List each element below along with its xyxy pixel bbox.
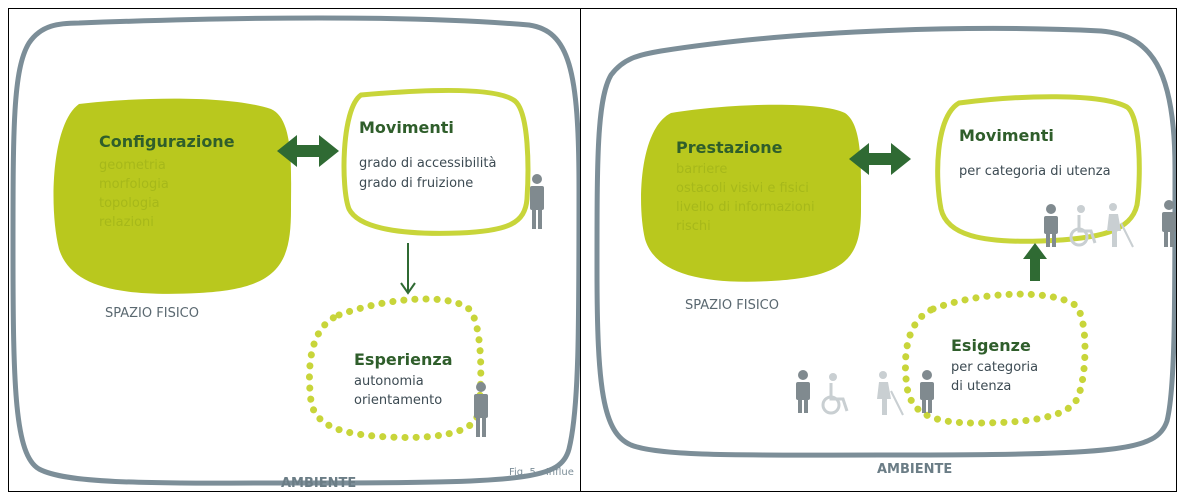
- blind-person-icon: [1107, 203, 1134, 248]
- person-icon: [474, 382, 488, 437]
- movimenti-item: per categoria di utenza: [959, 164, 1111, 179]
- configurazione-item: topologia: [99, 196, 160, 211]
- configurazione-title: Configurazione: [99, 132, 235, 151]
- prestazione-item: livello di informazioni: [676, 200, 815, 215]
- ambiente-frame: [594, 25, 1176, 458]
- movimenti-item: grado di fruizione: [359, 176, 473, 191]
- person-icon: [1044, 204, 1058, 247]
- figure-caption: Fig. 5 - Influe: [509, 467, 574, 478]
- movimenti-title: Movimenti: [959, 126, 1054, 145]
- diagram-left-panel: Configurazione geometria morfologia topo…: [8, 8, 581, 492]
- spazio-fisico-label: SPAZIO FISICO: [105, 306, 199, 321]
- configurazione-blob: [53, 98, 292, 294]
- double-arrow-icon: [849, 143, 911, 175]
- prestazione-item: ostacoli visivi e fisici: [676, 181, 809, 196]
- esigenze-item: per categoria: [951, 360, 1038, 375]
- esperienza-dotted-blob: [306, 295, 485, 441]
- prestazione-item: rischi: [676, 219, 711, 234]
- wheelchair-icon: [1069, 205, 1097, 247]
- person-icon: [530, 174, 544, 229]
- diagram-right-panel: Prestazione barriere ostacoli visivi e f…: [580, 8, 1177, 492]
- esperienza-title: Esperienza: [354, 350, 452, 369]
- esigenze-item: di utenza: [951, 379, 1011, 394]
- ambiente-label: AMBIENTE: [281, 476, 356, 491]
- esperienza-item: autonomia: [354, 374, 424, 389]
- esigenze-dotted-blob: [901, 290, 1089, 427]
- esigenze-title: Esigenze: [951, 336, 1031, 355]
- person-icon: [920, 370, 934, 413]
- movimenti-blob: [341, 87, 531, 236]
- spazio-fisico-label: SPAZIO FISICO: [685, 298, 779, 313]
- prestazione-title: Prestazione: [676, 138, 783, 157]
- configurazione-item: relazioni: [99, 215, 154, 230]
- prestazione-item: barriere: [676, 162, 727, 177]
- prestazione-blob: [641, 104, 862, 282]
- wheelchair-icon: [821, 373, 849, 415]
- movimenti-title: Movimenti: [359, 118, 454, 137]
- diagram-right-svg: Prestazione barriere ostacoli visivi e f…: [594, 25, 1176, 477]
- esperienza-item: orientamento: [354, 393, 442, 408]
- movimenti-item: grado di accessibilità: [359, 156, 496, 171]
- blind-person-icon: [877, 371, 904, 416]
- configurazione-item: morfologia: [99, 177, 169, 192]
- person-icon: [1162, 200, 1176, 247]
- ambiente-frame: [10, 15, 580, 486]
- diagram-left-svg: Configurazione geometria morfologia topo…: [10, 15, 580, 491]
- double-arrow-icon: [277, 135, 339, 167]
- configurazione-item: geometria: [99, 158, 166, 173]
- down-arrow-icon: [400, 243, 416, 295]
- person-icon: [796, 370, 810, 413]
- up-arrow-icon: [1023, 243, 1047, 281]
- ambiente-label: AMBIENTE: [877, 462, 952, 477]
